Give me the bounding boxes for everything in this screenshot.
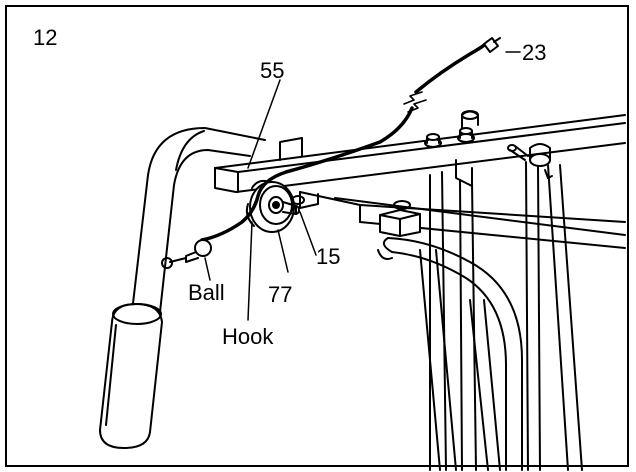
callout-23: 23 <box>522 42 546 64</box>
cross-tube <box>300 192 625 248</box>
ball-stop <box>162 240 211 268</box>
callout-77: 77 <box>268 284 292 306</box>
foam-roller <box>100 304 162 448</box>
callout-hook: Hook <box>222 326 273 348</box>
callout-55: 55 <box>260 60 284 82</box>
cable-end-23 <box>484 38 500 52</box>
right-pulley-post <box>508 144 552 178</box>
pulley-77 <box>250 181 294 232</box>
callout-ball: Ball <box>188 282 225 304</box>
upper-frame-tube <box>215 115 625 192</box>
top-bolts <box>425 111 478 147</box>
cable-break <box>404 92 426 112</box>
callout-15: 15 <box>316 246 340 268</box>
